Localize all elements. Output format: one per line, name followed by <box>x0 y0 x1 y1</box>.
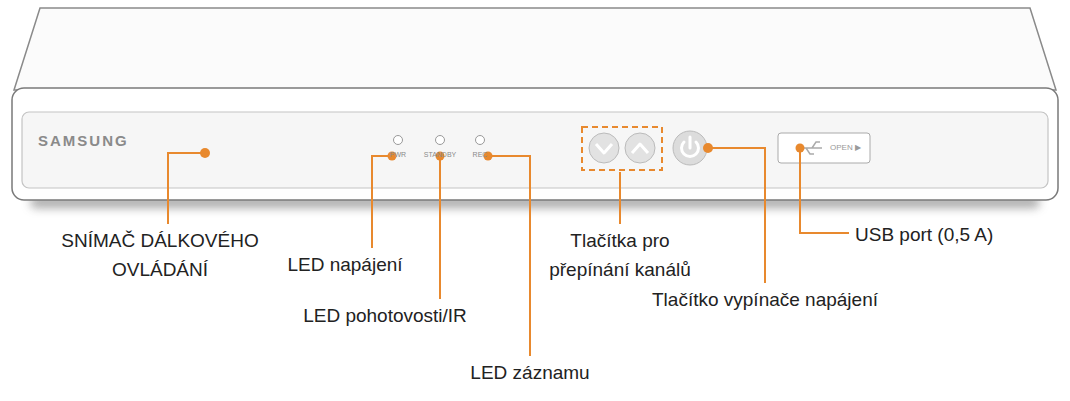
leader-line <box>439 156 441 299</box>
usb-cover <box>778 133 870 163</box>
callout-label: LED napájení <box>287 251 402 280</box>
usb-symbol <box>796 142 822 154</box>
leader-line <box>619 172 621 224</box>
leader-line <box>488 156 530 356</box>
leader-line <box>708 148 765 283</box>
power-icon <box>689 137 692 148</box>
callout-label: SNÍMAČ DÁLKOVÉHO OVLÁDÁNÍ <box>53 226 268 285</box>
led <box>436 136 445 145</box>
led-caption: PWR <box>390 150 406 161</box>
box-top <box>14 8 1056 90</box>
leader-dot <box>796 144 805 153</box>
brand-logo: SAMSUNG <box>38 130 129 153</box>
led <box>476 136 485 145</box>
leader-lines <box>168 148 849 356</box>
leader-dot <box>200 148 210 158</box>
usb-cover-caption: OPEN ▶ <box>830 142 861 154</box>
leader-dot <box>703 143 713 153</box>
leader-line <box>800 148 849 233</box>
channel-button <box>589 133 619 163</box>
chevron-down <box>596 144 612 153</box>
led-caption: REC <box>473 150 488 161</box>
leader-line <box>372 156 392 248</box>
dashed-frame <box>582 127 662 170</box>
channel-button <box>625 133 655 163</box>
callout-label: Tlačítko vypínače napájení <box>652 286 878 315</box>
callout-label: USB port (0,5 A) <box>855 221 993 250</box>
callout-label: Tlačítka pro přepínání kanálů <box>534 226 706 285</box>
leader-dots <box>200 143 805 161</box>
leader-line <box>168 153 205 224</box>
led-caption: STANDBY <box>424 150 457 161</box>
callout-label: LED záznamu <box>470 359 589 388</box>
callout-label: LED pohotovosti/IR <box>303 302 467 331</box>
led <box>394 136 403 145</box>
power-button <box>673 131 707 165</box>
front-panel <box>22 112 1048 188</box>
chevron-up <box>632 144 648 153</box>
